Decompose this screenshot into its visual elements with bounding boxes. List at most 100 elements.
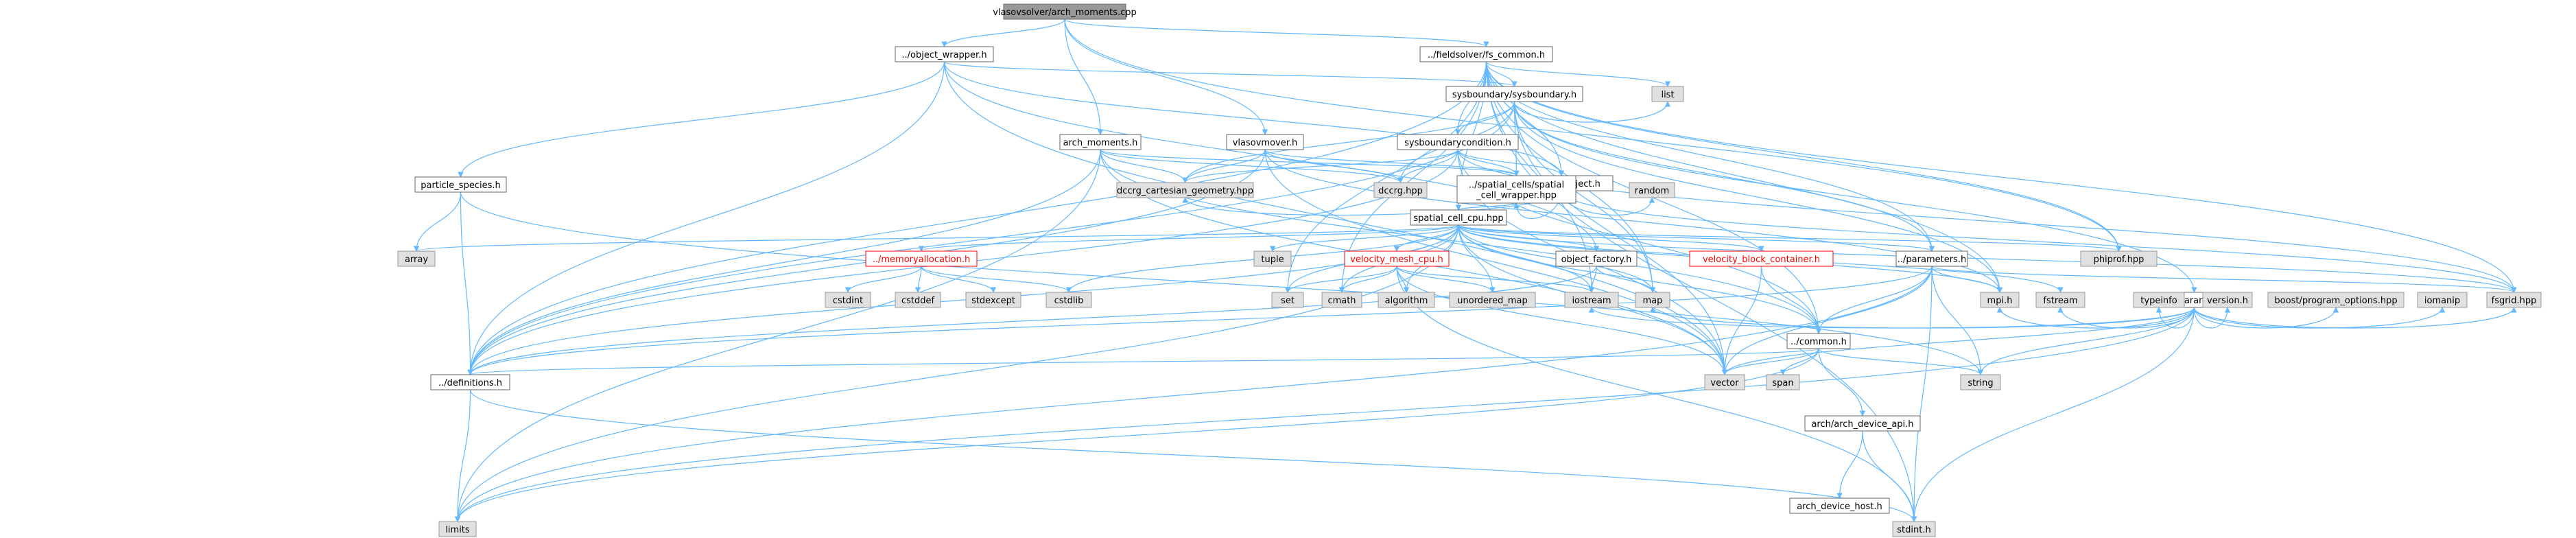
node-velocity-block-container[interactable]: velocity_block_container.h	[1689, 250, 1834, 267]
node-label: cstdint	[833, 296, 863, 306]
node-box	[1059, 134, 1142, 150]
node-definitions[interactable]: ../definitions.h	[430, 374, 510, 390]
node-version: version.h	[2202, 292, 2253, 308]
edge-readparameters-to-mpi	[1996, 307, 2195, 329]
dependency-edges	[413, 19, 2517, 522]
node-label: random	[1635, 186, 1669, 196]
node-label: span	[1772, 378, 1793, 388]
node-common[interactable]: ../common.h	[1786, 333, 1851, 349]
edge-readparameters-to-typeinfo	[2155, 307, 2195, 329]
edge-parameters-to-string	[1931, 266, 1984, 375]
node-box	[1786, 333, 1851, 349]
node-label: ../object_wrapper.h	[901, 50, 986, 60]
node-label: sysboundary/sysboundary.h	[1452, 90, 1576, 100]
node-box	[1456, 175, 1576, 204]
node-box	[1253, 250, 1292, 267]
edge-object_wrapper-to-particle_species	[458, 61, 945, 178]
edge-spatial_cell_cpu-to-fsgrid	[1458, 224, 2517, 293]
edge-spatial_cell_cpu-to-tuple	[1269, 224, 1459, 252]
node-box	[1271, 292, 1304, 308]
node-label: ../spatial_cells/spatial	[1469, 180, 1564, 191]
node-label: ../memoryallocation.h	[873, 255, 971, 265]
node-box	[895, 46, 994, 62]
node-label: iostream	[1572, 296, 1611, 306]
node-label: spatial_cell_cpu.hpp	[1413, 213, 1503, 224]
node-velocity-mesh-cpu[interactable]: velocity_mesh_cpu.h	[1344, 250, 1450, 267]
node-cstdint: cstdint	[825, 292, 871, 308]
node-box	[1045, 292, 1092, 308]
edge-sysboundarycondition-to-project	[1457, 149, 1565, 176]
node-box	[1629, 182, 1675, 198]
node-label: mpi.h	[1987, 296, 2013, 306]
node-parameters[interactable]: ../parameters.h	[1895, 250, 1968, 267]
node-box	[1892, 521, 1936, 537]
node-label: vlasovmover.h	[1233, 138, 1298, 148]
edge-parameters-to-definitions	[467, 266, 1933, 375]
node-object-factory[interactable]: object_factory.h	[1555, 250, 1638, 267]
node-fstream: fstream	[2035, 292, 2085, 308]
node-box	[1321, 292, 1362, 308]
node-label: object_factory.h	[1561, 255, 1632, 265]
edge-spatial_cell_cpu-to-parameters	[1458, 224, 1935, 252]
node-box	[2035, 292, 2085, 308]
edge-velocity_mesh_cpu-to-iostream	[1396, 266, 1595, 293]
node-sysboundarycondition[interactable]: sysboundarycondition.h	[1397, 134, 1519, 150]
edge-arch_moments-to-limits	[454, 149, 1101, 522]
node-spatial-cell-cpu[interactable]: spatial_cell_cpu.hpp	[1410, 209, 1507, 226]
node-dccrg-cartesian: dccrg_cartesian_geometry.hpp	[1116, 182, 1254, 198]
node-label: boost/program_options.hpp	[2274, 296, 2397, 306]
edge-root-to-vlasovmover	[1064, 19, 1268, 135]
node-spatial-cell-wrapper[interactable]: ../spatial_cells/spatial_cell_wrapper.hp…	[1456, 175, 1576, 204]
node-label: arch/arch_device_api.h	[1811, 419, 1913, 430]
edge-sysboundary-to-definitions	[467, 101, 1515, 375]
edge-arch_moments-to-dccrg	[1100, 149, 1404, 183]
edge-memoryallocation-to-cstdlib	[921, 266, 1072, 293]
edge-sysboundary-to-map	[1513, 101, 1656, 293]
node-box	[1789, 498, 1890, 514]
edge-sysboundary-to-parameters	[1513, 101, 1935, 252]
edge-definitions-to-limits	[454, 389, 471, 522]
node-box	[414, 176, 507, 193]
node-label: algorithm	[1385, 296, 1428, 306]
node-vlasovmover[interactable]: vlasovmover.h	[1226, 134, 1304, 150]
node-label: stdexcept	[971, 296, 1015, 306]
edge-spatial_cell_cpu-to-memoryallocation	[919, 224, 1459, 252]
edge-arch_device_api-to-stdint	[1862, 430, 1917, 522]
edge-arch_device_api-to-arch_device_host	[1836, 430, 1863, 499]
edge-root-to-fs_common	[1064, 19, 1489, 47]
edge-spatial_cell_cpu-to-iostream	[1458, 224, 1595, 293]
node-box	[1116, 182, 1254, 198]
node-memoryallocation[interactable]: ../memoryallocation.h	[865, 250, 978, 267]
edge-spatial_cell_cpu-to-definitions	[467, 224, 1459, 375]
edge-memoryallocation-to-cstdint	[844, 266, 922, 293]
node-arch-moments[interactable]: arch_moments.h	[1059, 134, 1142, 150]
node-cstddef: cstddef	[895, 292, 941, 308]
node-sysboundary[interactable]: sysboundary/sysboundary.h	[1445, 86, 1583, 102]
node-box	[1980, 292, 2020, 308]
edge-readparameters-to-limits	[454, 307, 2195, 522]
edge-parameters-to-vector	[1721, 266, 1933, 375]
node-box	[430, 374, 510, 390]
node-object-wrapper[interactable]: ../object_wrapper.h	[895, 46, 994, 62]
node-fs-common[interactable]: ../fieldsolver/fs_common.h	[1419, 46, 1553, 62]
node-label: vector	[1710, 378, 1739, 388]
node-box	[965, 292, 1021, 308]
edge-vlasovmover-to-vector	[1264, 149, 1728, 375]
edge-common-to-string	[1818, 348, 1984, 375]
node-box	[1344, 250, 1450, 267]
node-label: typeinfo	[2140, 296, 2177, 306]
node-box	[1378, 292, 1435, 308]
edge-common-to-span	[1780, 348, 1819, 375]
node-arch-device-api[interactable]: arch/arch_device_api.h	[1804, 415, 1921, 432]
node-array: array	[397, 250, 436, 267]
node-label: tuple	[1261, 255, 1284, 265]
edge-object_wrapper-to-sysboundary	[943, 61, 1517, 87]
node-arch-device-host[interactable]: arch_device_host.h	[1789, 498, 1890, 514]
node-label: vlasovsolver/arch_moments.cpp	[993, 8, 1137, 18]
node-particle-species[interactable]: particle_species.h	[414, 176, 507, 193]
edge-spatial_cell_cpu-to-velocity_mesh_cpu	[1393, 224, 1459, 252]
edge-sysboundary-to-list	[1513, 101, 1671, 123]
node-root[interactable]: vlasovsolver/arch_moments.cpp	[993, 3, 1137, 20]
edge-spatial_cell_cpu-to-common	[1458, 224, 1822, 334]
